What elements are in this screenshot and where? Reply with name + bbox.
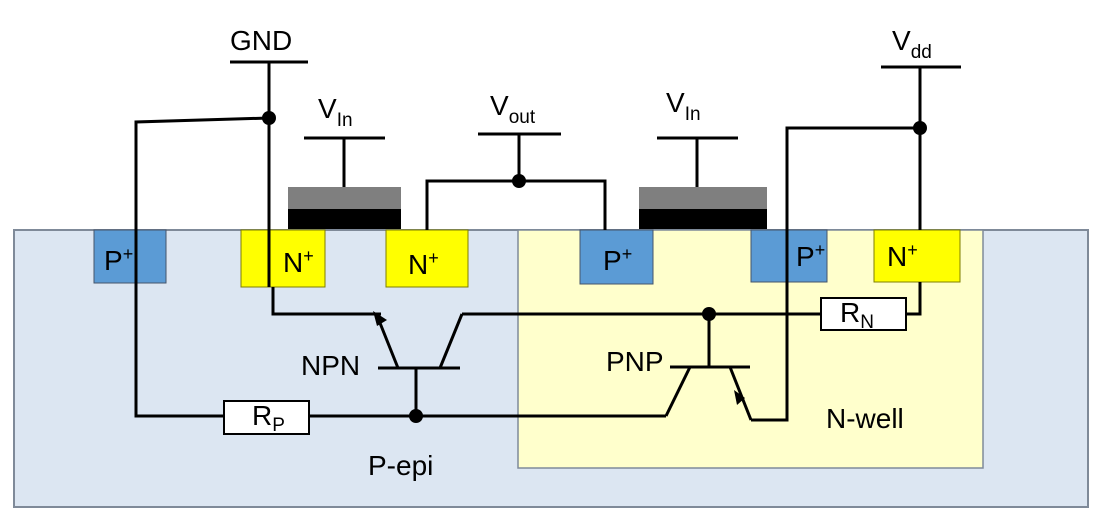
resistor-rn (820, 297, 907, 331)
vdd-label: Vdd (892, 25, 932, 63)
p-plus-label-2: P+ (603, 244, 632, 276)
n-plus-label-3: N+ (887, 240, 918, 272)
junction-vout (512, 174, 526, 188)
vin-left-label: VIn (318, 93, 353, 131)
p-plus-label-3: P+ (796, 240, 825, 272)
n-plus-region-2 (385, 229, 469, 288)
n-plus-region-1 (240, 229, 326, 288)
pnp-transistor (664, 365, 753, 421)
gnd-terminal (230, 60, 308, 118)
junction-vdd (913, 121, 927, 135)
junction-pnp-base (702, 307, 716, 321)
npn-label: NPN (301, 350, 360, 381)
n-plus-label-2: N+ (408, 248, 439, 280)
npn-emitter-arrow (373, 311, 387, 326)
nmos-gate (288, 187, 401, 229)
p-plus-region-2 (579, 229, 654, 285)
n-well-label: N-well (826, 403, 904, 434)
rn-label: RN (840, 297, 874, 333)
n-plus-region-3 (873, 229, 961, 283)
p-plus-region-3 (750, 229, 828, 283)
npn-transistor (373, 311, 464, 370)
rp-label: RP (252, 400, 285, 436)
vin-right-terminal (657, 136, 738, 187)
pmos-gate (639, 187, 767, 229)
junction-npn-base (409, 409, 423, 423)
junction-gnd (262, 111, 276, 125)
p-plus-region-1 (93, 229, 167, 284)
p-epi-label: P-epi (368, 450, 433, 481)
vout-label: Vout (490, 90, 536, 128)
vout-terminal (478, 132, 561, 181)
vin-right-label: VIn (666, 87, 701, 125)
pnp-emitter-arrow (734, 390, 745, 405)
vin-left-terminal (304, 136, 385, 187)
n-plus-label-1: N+ (283, 246, 314, 278)
wiring (134, 116, 922, 422)
p-plus-label-1: P+ (104, 244, 133, 276)
gnd-label: GND (230, 25, 292, 56)
resistor-rp (223, 400, 310, 435)
vdd-terminal (881, 65, 961, 128)
pnp-label: PNP (606, 346, 664, 377)
